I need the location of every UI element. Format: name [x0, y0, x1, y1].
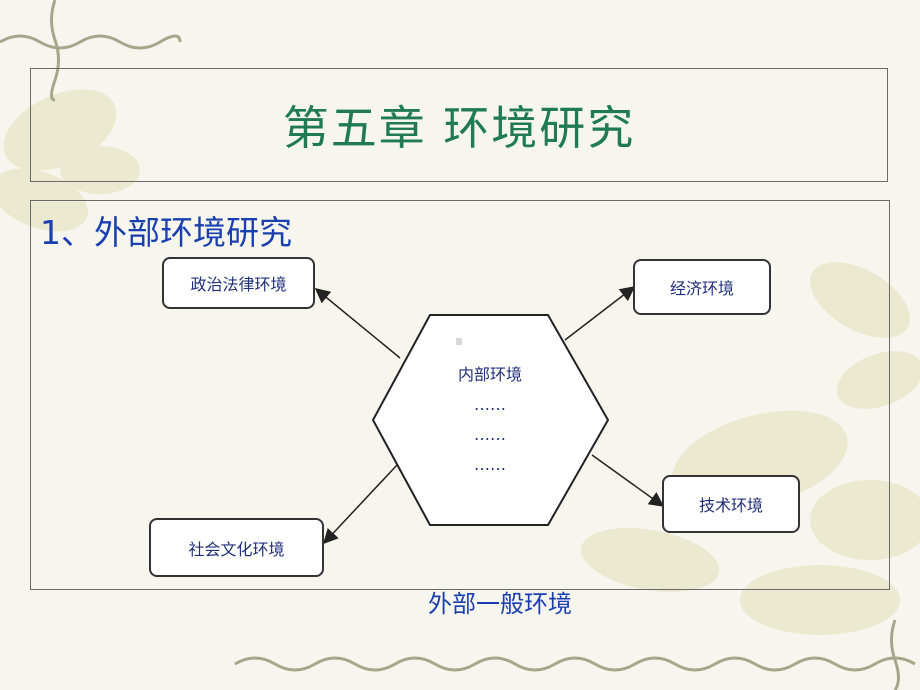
ellipsis-line: …… — [474, 455, 506, 474]
page-title: 第五章 环境研究 — [282, 101, 636, 155]
diagram-caption: 外部一般环境 — [428, 590, 572, 618]
title-box: 第五章 环境研究 — [30, 68, 888, 182]
technology-environment-label: 技术环境 — [698, 496, 763, 515]
technology-environment-box: 技术环境 — [662, 475, 800, 533]
vine-bottom — [234, 619, 916, 690]
arrow-to-political-legal — [314, 288, 401, 359]
economic-environment-box: 经济环境 — [633, 259, 771, 315]
section-heading: 1、外部环境研究 — [40, 213, 292, 252]
ellipsis-line: …… — [474, 425, 506, 444]
internal-environment-hexagon — [371, 314, 610, 526]
arrow-to-social-cultural — [322, 464, 398, 545]
political-legal-environment-box: 政治法律环境 — [162, 257, 315, 309]
arrow-to-economic — [564, 286, 636, 341]
content-box — [30, 200, 890, 590]
internal-environment-label: 内部环境 — [457, 365, 522, 384]
hexagon-marker — [456, 338, 462, 345]
social-cultural-environment-box: 社会文化环境 — [149, 518, 324, 577]
arrow-to-technology — [591, 454, 665, 507]
social-cultural-environment-label: 社会文化环境 — [188, 539, 285, 559]
economic-environment-label: 经济环境 — [669, 279, 734, 298]
vine-top — [0, 0, 182, 102]
ellipsis-line: …… — [474, 395, 506, 414]
political-legal-environment-label: 政治法律环境 — [190, 275, 287, 294]
internal-environment-text: 内部环境 …… …… …… — [400, 360, 580, 480]
